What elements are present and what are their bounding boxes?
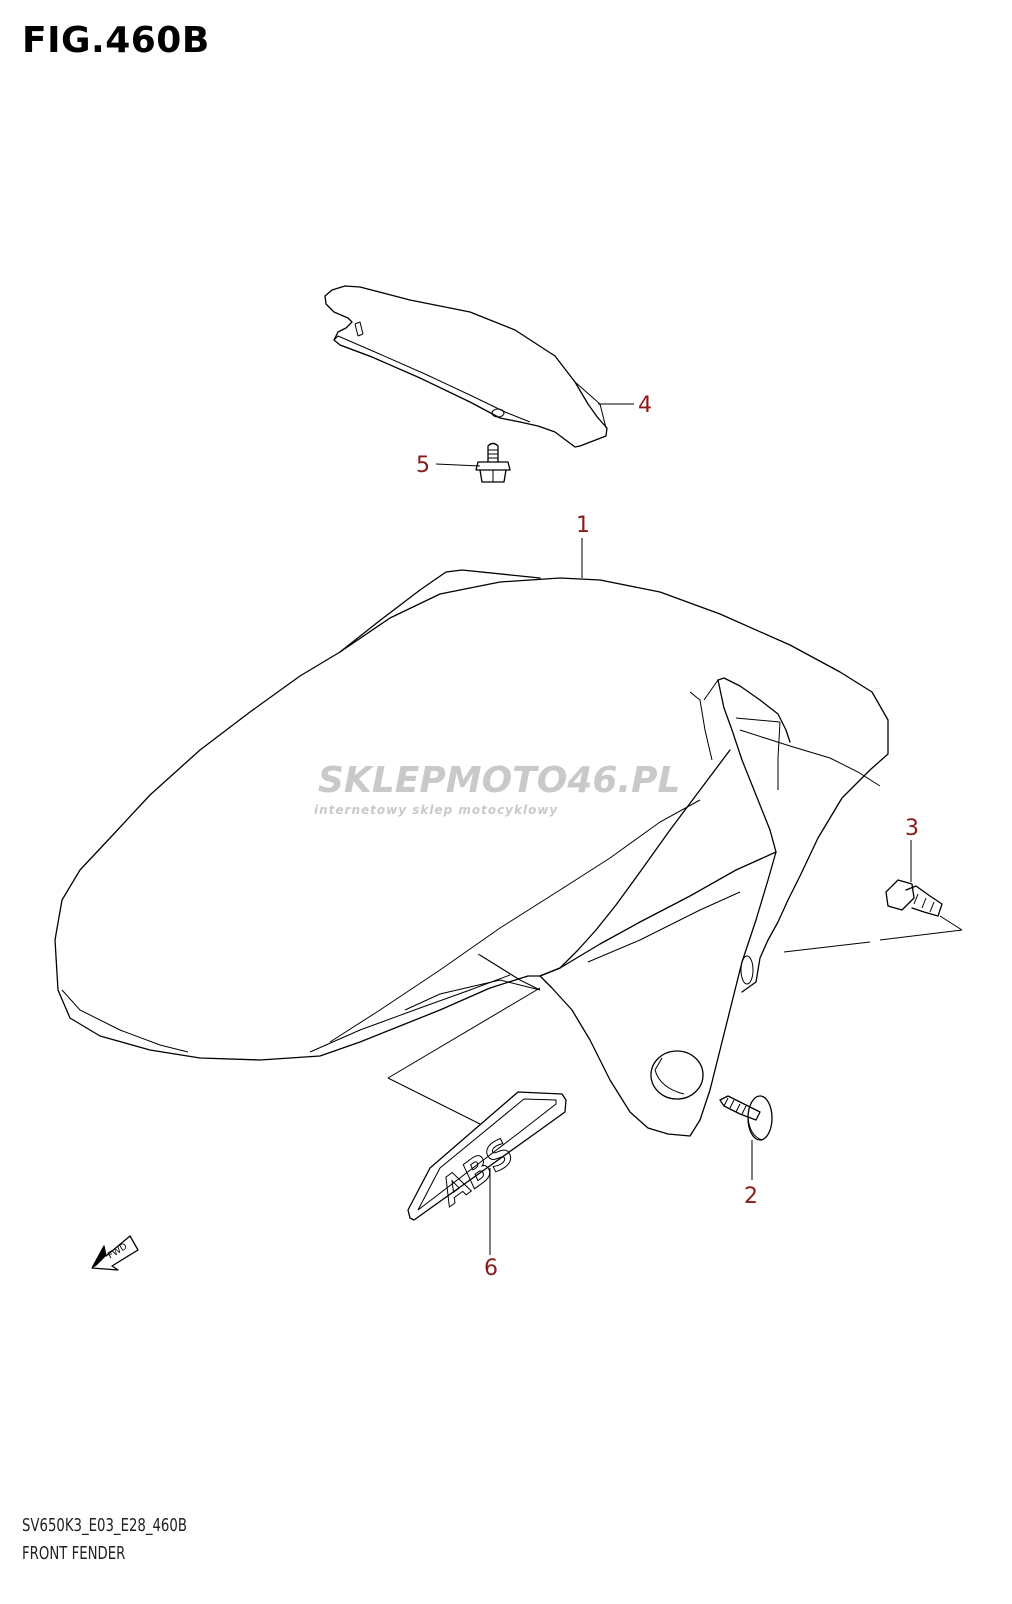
figure-code: SV650K3_E03_E28_460B <box>22 1515 187 1536</box>
figure-title: FIG.460B <box>22 20 210 61</box>
callout-4[interactable]: 4 <box>638 393 652 418</box>
leader-lines <box>387 403 963 1255</box>
callout-6[interactable]: 6 <box>484 1256 498 1281</box>
part-2-screw[interactable] <box>719 1095 773 1141</box>
part-6-decal[interactable]: ABS <box>407 1091 567 1221</box>
callout-3[interactable]: 3 <box>905 816 919 841</box>
part-4-bracket[interactable] <box>324 285 608 448</box>
fwd-label: FWD <box>106 1242 129 1262</box>
part-3-bolt[interactable] <box>885 879 943 917</box>
callout-2[interactable]: 2 <box>744 1184 758 1209</box>
part-5-bolt[interactable] <box>475 442 511 483</box>
figure-name: FRONT FENDER <box>22 1543 126 1564</box>
callout-5[interactable]: 5 <box>416 453 430 478</box>
callout-1[interactable]: 1 <box>576 513 590 538</box>
watermark-brand: SKLEPMOTO46.PL <box>318 760 680 801</box>
fwd-arrow-icon: FWD <box>91 1235 139 1271</box>
callouts: 1 2 3 4 5 6 <box>416 393 919 1281</box>
decal-text: ABS <box>430 1132 522 1215</box>
watermark-tagline: internetowy sklep motocyklowy <box>314 803 558 817</box>
part-1-front-fender[interactable] <box>54 569 889 1137</box>
watermark: SKLEPMOTO46.PL internetowy sklep motocyk… <box>314 760 680 817</box>
